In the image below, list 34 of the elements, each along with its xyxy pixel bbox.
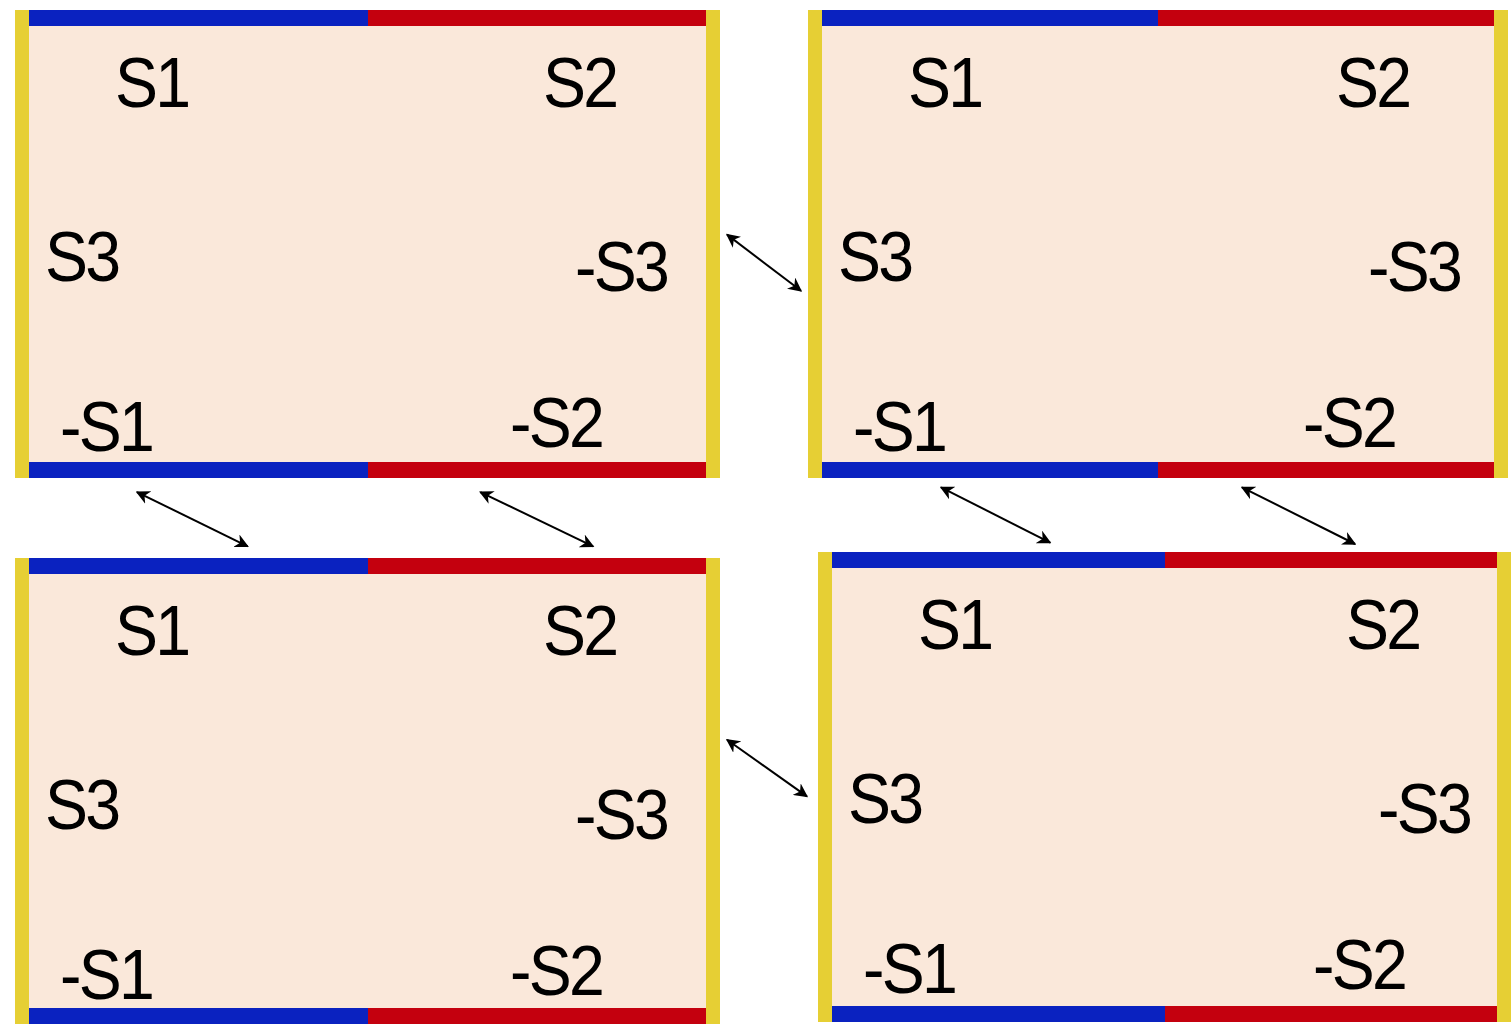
state-label: -S1 [863,934,955,1004]
state-label: -S2 [1303,388,1395,458]
state-label: S3 [45,222,119,292]
state-label: S3 [848,764,922,834]
double-arrow [725,233,803,292]
state-label: S2 [1346,590,1420,660]
double-arrow [725,738,809,798]
state-label: -S2 [510,388,602,458]
state-label: -S3 [1378,774,1470,844]
state-label: -S3 [575,232,667,302]
state-label: S2 [1336,48,1410,118]
double-arrow [479,491,595,548]
double-arrow [939,486,1052,544]
state-label: S1 [918,590,992,660]
state-label: S3 [45,770,119,840]
state-label: S3 [838,222,912,292]
state-label: S1 [115,596,189,666]
state-label: -S1 [853,392,945,462]
double-arrow [1240,486,1357,545]
state-label: -S3 [575,780,667,850]
state-label: S1 [115,48,189,118]
state-label: -S3 [1368,232,1460,302]
state-label: -S1 [60,392,152,462]
state-label: S1 [908,48,982,118]
state-label: S2 [543,596,617,666]
state-label: -S1 [60,940,152,1010]
state-label: S2 [543,48,617,118]
state-label: -S2 [510,936,602,1006]
state-label: -S2 [1313,930,1405,1000]
double-arrow [135,491,249,548]
tile-rectangle [15,558,720,1024]
tile-rectangle [15,10,720,478]
tile-rectangle [818,552,1511,1022]
tile-rectangle [808,10,1508,478]
